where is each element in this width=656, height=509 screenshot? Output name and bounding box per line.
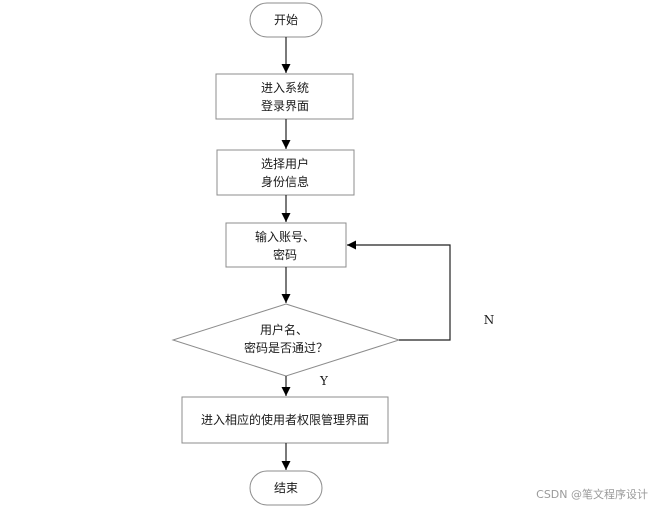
start-label: 开始 <box>274 13 298 27</box>
input-credentials-label-1: 输入账号、 <box>255 229 315 244</box>
check-label-1: 用户名、 <box>260 322 308 337</box>
end-label: 结束 <box>274 481 298 495</box>
input-credentials-node: 输入账号、 密码 <box>225 222 347 268</box>
watermark-text: CSDN @笔文程序设计 <box>536 487 648 501</box>
check-decision-node: 用户名、 密码是否通过？ <box>171 303 401 377</box>
input-credentials-label-2: 密码 <box>273 247 297 262</box>
check-label-2: 密码是否通过？ <box>244 340 328 355</box>
enter-interface-node: 进入相应的使用者权限管理界面 <box>181 396 389 444</box>
select-identity-label-2: 身份信息 <box>261 174 309 189</box>
end-node: 结束 <box>249 470 323 506</box>
enter-login-node: 进入系统 登录界面 <box>215 73 354 120</box>
branch-yes-label: Y <box>319 374 329 388</box>
start-node: 开始 <box>249 2 323 38</box>
enter-interface-label: 进入相应的使用者权限管理界面 <box>201 412 369 427</box>
select-identity-node: 选择用户 身份信息 <box>216 149 355 196</box>
branch-no-label: N <box>484 313 495 327</box>
edge-check-no-loop <box>347 240 451 341</box>
enter-login-label-1: 进入系统 <box>261 81 309 95</box>
enter-login-label-2: 登录界面 <box>261 98 309 113</box>
select-identity-label-1: 选择用户 <box>261 156 309 171</box>
